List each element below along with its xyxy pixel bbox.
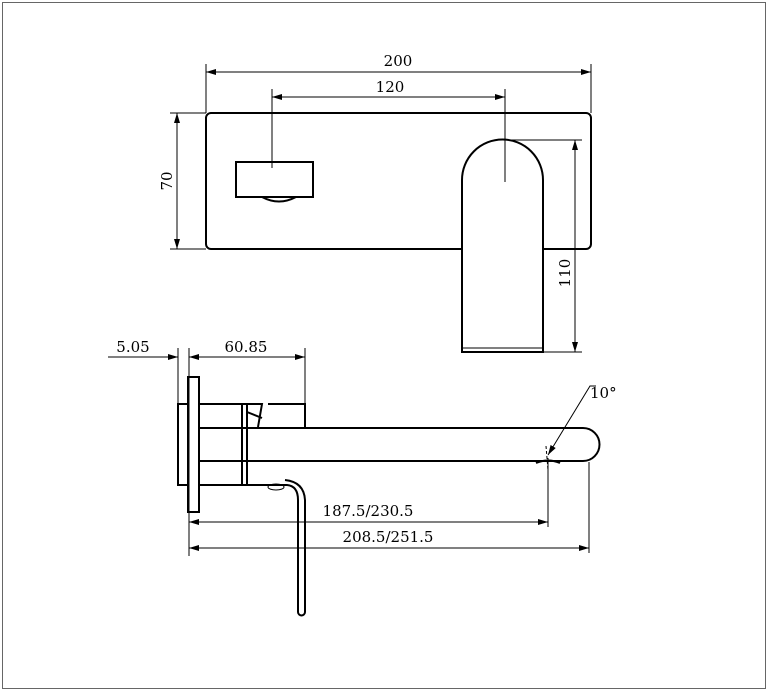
dim-label-110: 110 xyxy=(556,259,574,288)
dim-label-70: 70 xyxy=(158,171,176,190)
back-plate xyxy=(177,403,189,486)
top-view: 200 120 70 110 xyxy=(158,52,592,353)
dim-label-120: 120 xyxy=(376,78,405,96)
dimension-spout-length: 110 xyxy=(505,139,582,353)
dimension-outlet-angle: 10° xyxy=(535,384,617,471)
handle xyxy=(235,161,314,203)
wall-plate xyxy=(205,112,592,250)
dim-label-spout-reach: 187.5/230.5 xyxy=(323,502,414,520)
dimension-total-reach: 208.5/251.5 xyxy=(189,462,590,553)
dimension-plate-height: 70 xyxy=(158,112,206,250)
dim-label-total-reach: 208.5/251.5 xyxy=(343,528,434,546)
lever-handle xyxy=(266,479,306,617)
wall-flange xyxy=(187,376,200,513)
dimension-handle-to-spout: 120 xyxy=(271,78,506,182)
dim-label-200: 200 xyxy=(384,52,413,70)
spout-front xyxy=(461,138,544,353)
dimension-plate-and-body: 5.05 60.85 xyxy=(108,338,306,556)
dim-label-10-degree: 10° xyxy=(590,384,617,402)
side-view: 5.05 60.85 187.5/230.5 208.5/251.5 10° xyxy=(108,338,617,617)
dimension-overall-width: 200 xyxy=(205,52,592,113)
mixer-body xyxy=(199,403,306,486)
dim-label-60-85: 60.85 xyxy=(225,338,268,356)
spout-side xyxy=(199,427,601,462)
lever-pivot xyxy=(267,483,285,491)
dimension-spout-reach: 187.5/230.5 xyxy=(189,458,549,527)
dim-label-5-05: 5.05 xyxy=(116,338,149,356)
